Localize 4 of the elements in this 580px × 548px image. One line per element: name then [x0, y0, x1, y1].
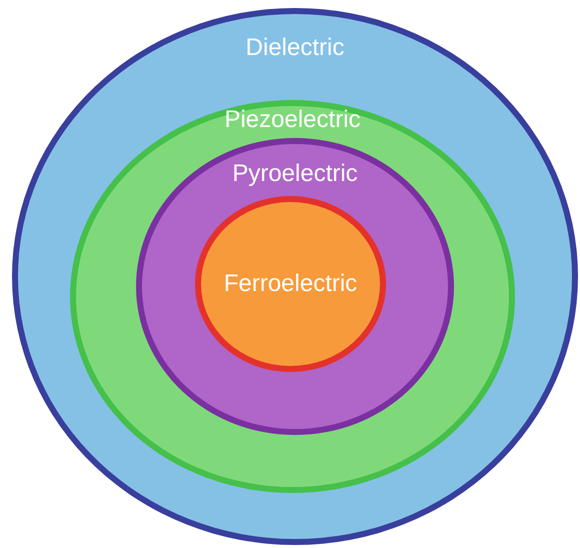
set-label: Dielectric [246, 34, 344, 62]
set-label: Piezoelectric [224, 106, 361, 134]
set-label: Pyroelectric [232, 160, 358, 188]
set-label: Ferroelectric [224, 270, 358, 298]
